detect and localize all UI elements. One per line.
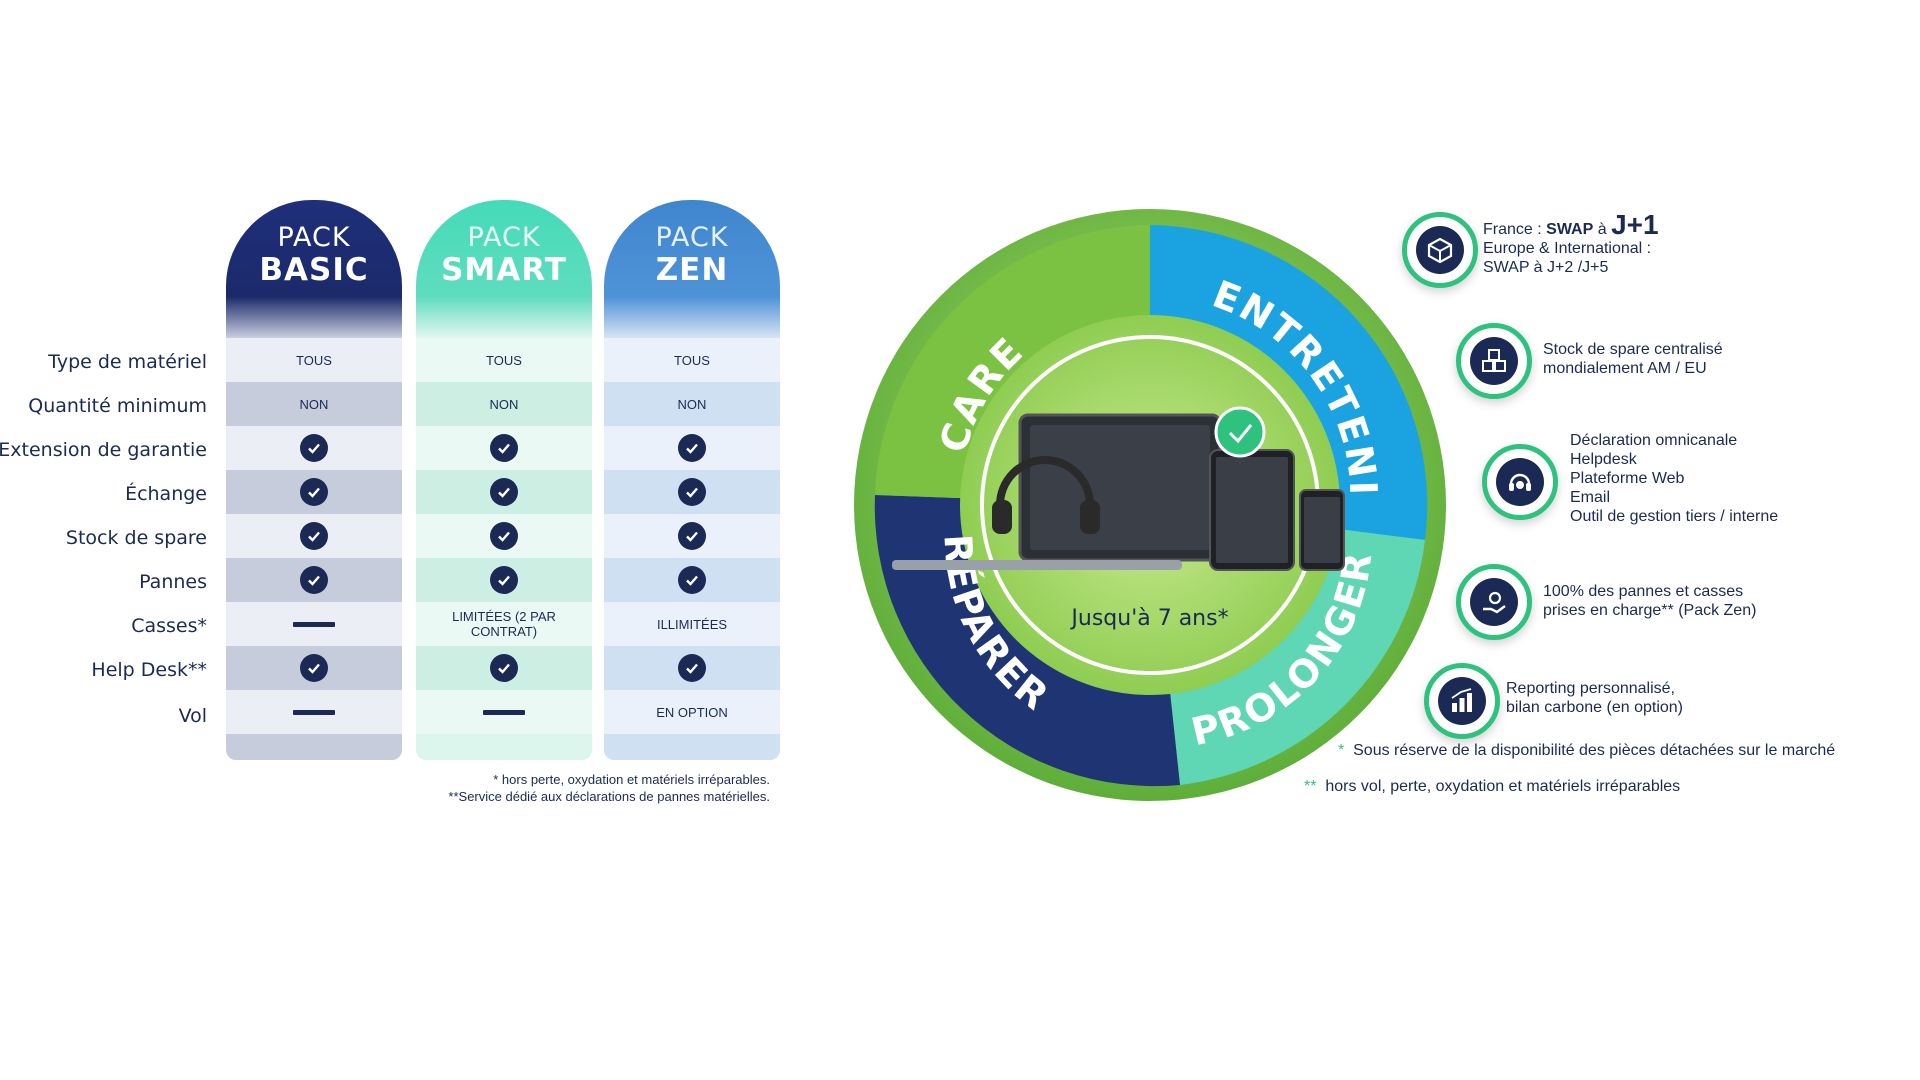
cell-text: ILLIMITÉES [656,616,728,632]
pack-basic-column: PACK BASIC TOUS NON [226,200,402,760]
row-label-spare: Stock de spare [65,527,207,549]
checkmark-icon [678,478,706,506]
pack-smart-column: PACK SMART TOUS NON LIMITÉES (2 PAR CONTRA… [416,200,592,760]
table-cell [604,646,780,690]
table-cell: NON [604,382,780,426]
table-cell [226,558,402,602]
table-cell: TOUS [416,338,592,382]
table-cell: NON [416,382,592,426]
table-cell [416,646,592,690]
cell-text: EN OPTION [656,704,728,720]
checkmark-icon [678,654,706,682]
cell-text: TOUS [486,352,522,368]
table-cell [226,690,402,734]
feature-spare-text: Stock de spare centralisé mondialement A… [1543,341,1723,377]
table-cell: TOUS [226,338,402,382]
checkmark-icon [678,522,706,550]
table-cell [604,514,780,558]
table-cell [226,470,402,514]
feature-swap-text: France : SWAP à J+1 Europe & Internation… [1483,209,1659,277]
row-label-quantity: Quantité minimum [28,395,207,417]
pack-smart-label: PACK [467,222,541,253]
dash-icon [293,621,335,627]
footnote-availability: * Sous réserve de la disponibilité des p… [1338,742,1836,759]
row-label-theft: Vol [178,705,207,727]
swap-box-icon [1402,212,1478,288]
checkmark-icon [490,522,518,550]
gear-hand-icon [1456,564,1532,640]
row-label-helpdesk: Help Desk** [91,659,207,681]
feature-reporting-text: Reporting personnalisé, bilan carbone (e… [1506,680,1684,716]
cell-text: NON [299,396,329,412]
pack-basic-header: PACK BASIC [226,200,402,338]
table-cell: EN OPTION [604,690,780,734]
row-label-warranty: Extension de garantie [0,439,207,461]
table-cell: LIMITÉES (2 PAR CONTRAT) [416,602,592,646]
cell-text: NON [677,396,707,412]
checkmark-icon [490,654,518,682]
checkmark-icon [300,478,328,506]
pack-zen-label: PACK [655,222,729,253]
checkmark-icon [678,434,706,462]
checkmark-icon [490,434,518,462]
pack-zen-name: ZEN [655,252,729,288]
table-cell: TOUS [604,338,780,382]
table-cell [604,426,780,470]
row-label-exchange: Échange [125,483,207,505]
table-cell [226,646,402,690]
pack-basic-name: BASIC [259,252,369,288]
table-cell [416,690,592,734]
pack-basic-label: PACK [277,222,351,253]
table-footnote-2: **Service dédié aux déclarations de pann… [448,789,770,804]
boxes-icon [1456,323,1532,399]
checkmark-icon [490,566,518,594]
feature-declaration-text: Déclaration omnicanale Helpdesk Platefor… [1570,432,1779,525]
lifecycle-wheel: CARE ENTRETENIR PROLONGER RÉPARER Jusqu'… [850,205,1446,801]
cell-text: NON [489,396,519,412]
row-label-breakdowns: Pannes [139,571,207,593]
table-cell [416,514,592,558]
pack-zen-column: PACK ZEN TOUS NON ILLIMITÉES EN OPTION [604,200,780,760]
checkmark-icon [300,654,328,682]
pack-zen-header: PACK ZEN [604,200,780,338]
headset-icon [1482,444,1558,520]
table-cell [416,558,592,602]
dash-icon [293,709,335,715]
wheel-center-text: Jusqu'à 7 ans* [1069,606,1228,631]
table-cell: NON [226,382,402,426]
cell-text: TOUS [674,352,710,368]
table-cell [416,470,592,514]
table-footnote-1: * hors perte, oxydation et matériels irr… [493,772,770,787]
row-label-breakage: Casses* [131,615,207,637]
checkmark-icon [678,566,706,594]
checkmark-icon [300,434,328,462]
devices-illustration-icon [892,406,1345,571]
checkmark-icon [300,522,328,550]
table-cell [226,602,402,646]
table-cell [226,426,402,470]
checkmark-icon [490,478,518,506]
cell-text: TOUS [296,352,332,368]
bar-chart-icon [1424,663,1500,739]
row-label-type: Type de matériel [48,351,207,373]
pack-smart-name: SMART [441,252,567,288]
feature-coverage-text: 100% des pannes et casses prises en char… [1543,583,1757,619]
checkmark-icon [300,566,328,594]
table-cell [604,558,780,602]
cell-text: LIMITÉES (2 PAR CONTRAT) [452,609,556,639]
table-cell: ILLIMITÉES [604,602,780,646]
pack-smart-header: PACK SMART [416,200,592,338]
table-cell [416,426,592,470]
footnote-exclusions: ** hors vol, perte, oxydation et matérie… [1304,778,1681,795]
table-cell [226,514,402,558]
table-cell [604,470,780,514]
dash-icon [483,709,525,715]
